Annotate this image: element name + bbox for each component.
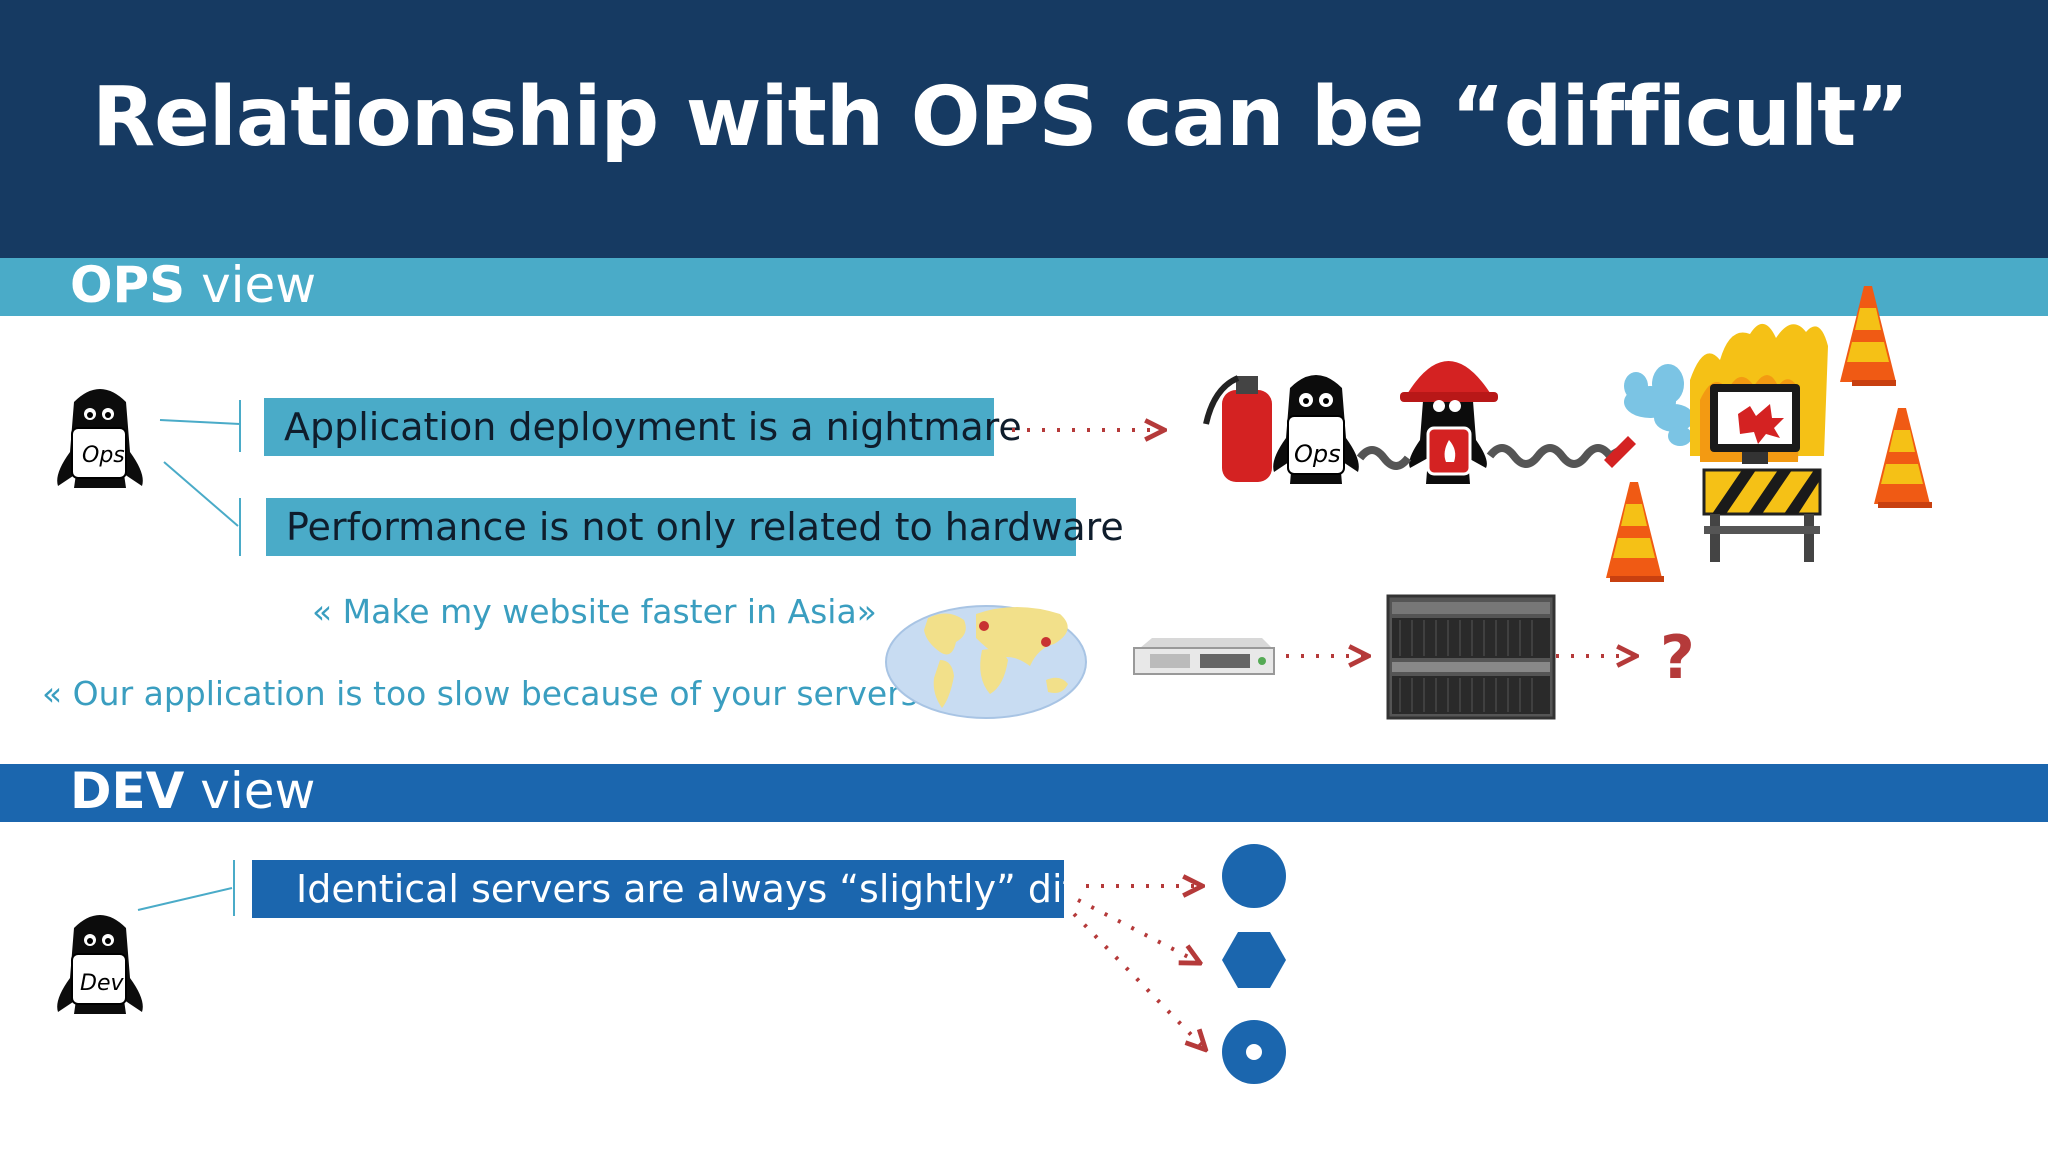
- title-bar: [0, 0, 2048, 258]
- ops-penguin-icon: [57, 389, 143, 488]
- dev-penguin-label: Dev: [80, 971, 124, 996]
- road-barrier-icon: [1702, 468, 1822, 562]
- dev-view-band: [0, 764, 2048, 822]
- ops-view-heading: OPS view: [70, 256, 316, 314]
- firefighter-penguin-icon: [1400, 361, 1498, 484]
- ops-connector-lines: [159, 400, 241, 556]
- ops-penguin-label: Ops: [82, 443, 125, 468]
- dev-connector-lines: [137, 860, 235, 916]
- dev-view-heading: DEV view: [70, 762, 315, 820]
- server-circle-icon: [1222, 844, 1286, 908]
- hose-nozzle-icon: [1604, 436, 1636, 468]
- dev-view-heading-rest: view: [184, 762, 316, 820]
- server-hexagon-icon: [1222, 932, 1286, 988]
- burning-computer-icon: [1690, 323, 1828, 464]
- ops-penguin-scene-icon: [1273, 375, 1359, 484]
- world-map-icon: [885, 605, 1087, 719]
- question-mark: ?: [1660, 623, 1695, 693]
- dotted-arrows: [1012, 430, 1634, 1048]
- server-chassis-icon: [1386, 594, 1556, 720]
- quote-website-asia: « Make my website faster in Asia»: [312, 592, 877, 631]
- ops-view-band: [0, 258, 2048, 316]
- ops-penguin-scene-label: Ops: [1294, 440, 1341, 468]
- rack-server-icon: [1133, 638, 1275, 675]
- traffic-cone-icon-2: [1874, 408, 1932, 508]
- ops-view-heading-rest: view: [185, 256, 317, 314]
- quote-slow-servers: « Our application is too slow because of…: [42, 674, 939, 713]
- ops-view-heading-bold: OPS: [70, 256, 186, 314]
- fire-extinguisher-icon: [1203, 375, 1272, 482]
- traffic-cone-icon-3: [1606, 482, 1664, 582]
- traffic-cone-icon-1: [1840, 286, 1896, 386]
- ops-statement-deployment: Application deployment is a nightmare: [264, 398, 1022, 456]
- fire-hose-icon: [1356, 444, 1626, 470]
- dev-penguin-icon: [57, 915, 143, 1014]
- arrow-to-hexagon: [1077, 898, 1198, 962]
- arrow-to-ring: [1072, 912, 1204, 1048]
- dev-view-heading-bold: DEV: [70, 762, 185, 820]
- water-splash-icon: [1624, 364, 1694, 446]
- ops-statement-performance: Performance is not only related to hardw…: [266, 498, 1124, 556]
- server-ring-icon: [1222, 1020, 1286, 1084]
- slide-title: Relationship with OPS can be “difficult”: [92, 70, 1909, 165]
- dev-statement-identical-servers: Identical servers are always “slightly” …: [252, 860, 1189, 918]
